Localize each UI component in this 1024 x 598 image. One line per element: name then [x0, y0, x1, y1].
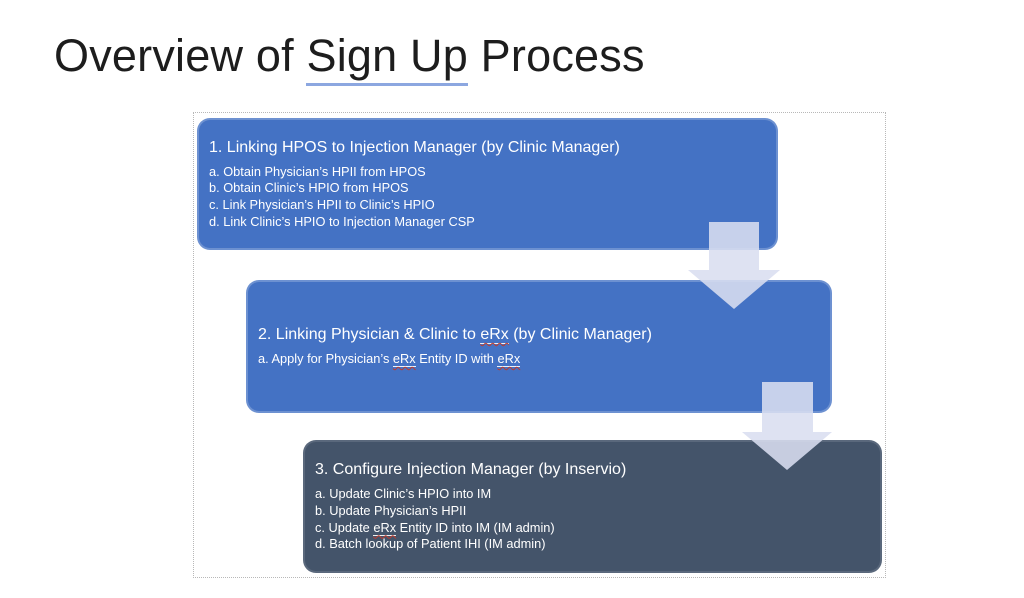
step-2-item-text: Entity ID with	[415, 351, 498, 367]
step-2-heading-text: (by Clinic Manager)	[508, 326, 652, 344]
step-1-item-text: d. Link Clinic’s HPIO to Injection Manag…	[209, 213, 475, 229]
step-1-box[interactable]: 1. Linking HPOS to Injection Manager (by…	[197, 118, 778, 250]
step-1-item: a. Obtain Physician’s HPII from HPOS	[209, 164, 762, 181]
title-text: Overview of	[54, 30, 307, 81]
erx-marked-text: eRx	[373, 519, 397, 536]
step-3-heading: 3. Configure Injection Manager (by Inser…	[315, 460, 866, 480]
step-2-item: a. Apply for Physician’s eRx Entity ID w…	[258, 351, 816, 368]
step-3-item-text: Entity ID into IM (IM admin)	[396, 519, 555, 535]
title-underlined-text: Sign Up	[306, 30, 468, 86]
step-2-item-text: a. Apply for Physician’s	[258, 351, 393, 367]
step-3-heading-text: 3. Configure Injection Manager (by Inser…	[315, 461, 627, 479]
title-text: Process	[467, 30, 645, 81]
step-3-item-text: d. Batch lookup of Patient IHI (IM admin…	[315, 536, 546, 552]
step-1-item: c. Link Physician’s HPII to Clinic’s HPI…	[209, 197, 762, 214]
content-placeholder-frame[interactable]	[193, 112, 886, 578]
down-arrow-icon[interactable]	[742, 382, 832, 470]
down-arrow-icon[interactable]	[688, 222, 780, 309]
erx-marked-text: eRx	[497, 351, 521, 368]
step-1-item-text: b. Obtain Clinic’s HPIO from HPOS	[209, 180, 409, 196]
step-2-heading-text: 2. Linking Physician & Clinic to	[258, 326, 481, 344]
step-3-item: d. Batch lookup of Patient IHI (IM admin…	[315, 536, 866, 553]
erx-marked-text: eRx	[392, 351, 416, 368]
step-1-item-text: c. Link Physician’s HPII to Clinic’s HPI…	[209, 197, 435, 212]
step-3-item: c. Update eRx Entity ID into IM (IM admi…	[315, 519, 866, 537]
step-3-item-text: b. Update Physician’s HPII	[315, 502, 467, 518]
step-2-heading: 2. Linking Physician & Clinic to eRx (by…	[258, 325, 816, 345]
step-3-item: b. Update Physician’s HPII	[315, 503, 866, 520]
step-3-item-text: c. Update	[315, 519, 374, 535]
erx-marked-text: eRx	[480, 326, 509, 345]
step-1-heading: 1. Linking HPOS to Injection Manager (by…	[209, 138, 762, 158]
step-1-item: d. Link Clinic’s HPIO to Injection Manag…	[209, 214, 762, 231]
slide-title[interactable]: Overview of Sign Up Process	[54, 30, 645, 86]
step-1-heading-text: 1. Linking HPOS to Injection Manager (by…	[209, 138, 620, 156]
step-3-item-text: a. Update Clinic’s HPIO into IM	[315, 486, 492, 502]
step-3-item: a. Update Clinic’s HPIO into IM	[315, 486, 866, 503]
step-1-item-text: a. Obtain Physician’s HPII from HPOS	[209, 163, 426, 179]
step-1-item: b. Obtain Clinic’s HPIO from HPOS	[209, 180, 762, 197]
